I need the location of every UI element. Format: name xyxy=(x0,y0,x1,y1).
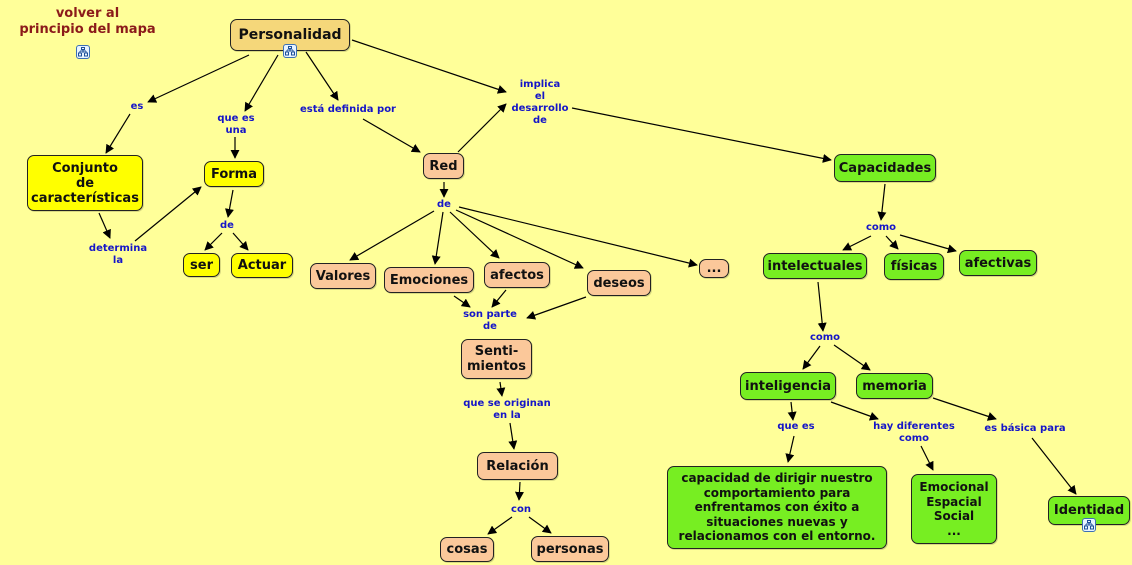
line-relacion-con xyxy=(514,481,524,501)
link-label-son-parte-de: son parte de xyxy=(463,309,517,332)
line-inteligencia-quees xyxy=(787,401,797,421)
node-inteligencia[interactable]: inteligencia xyxy=(740,372,836,400)
node-afectivas[interactable]: afectivas xyxy=(959,250,1037,276)
link-label-de-forma: de xyxy=(220,220,234,231)
back-to-map-start-link[interactable]: volver al principio del mapa xyxy=(19,6,156,37)
line-como-fisicas xyxy=(885,235,899,250)
link-label-que-se-originan-en-la: que se originan en la xyxy=(463,398,551,421)
node-etc[interactable]: ... xyxy=(699,259,729,278)
link-label-con: con xyxy=(511,504,531,515)
line-con-personas xyxy=(528,516,552,534)
node-cosas[interactable]: cosas xyxy=(440,537,494,562)
concept-map-link-icon[interactable] xyxy=(1082,518,1096,532)
link-label-de-red: de xyxy=(437,199,451,210)
line-de-afectos xyxy=(449,211,500,259)
line-como-afectivas xyxy=(899,234,957,254)
line-es-conjunto xyxy=(105,113,131,154)
line-como-inteligencia xyxy=(802,345,821,370)
node-emociones[interactable]: Emociones xyxy=(384,267,474,293)
link-label-esta-definida-por: está definida por xyxy=(300,104,396,115)
line-personalidad-quees xyxy=(244,54,279,112)
line-como-intelectuales xyxy=(842,235,872,251)
line-memoria-esbasica xyxy=(932,397,997,421)
line-esbasica-identidad xyxy=(1031,437,1077,495)
line-hay-tipos xyxy=(920,445,934,471)
node-sentimientos[interactable]: Senti- mientos xyxy=(461,339,532,379)
line-de-etc xyxy=(458,206,698,268)
line-sentimientos-originan xyxy=(496,381,506,397)
line-red-implica xyxy=(457,103,507,153)
link-label-como-intelectuales: como xyxy=(809,332,841,343)
line-de-valores xyxy=(349,210,435,261)
concept-map-link-icon[interactable] xyxy=(76,45,90,59)
node-definicion-inteligencia[interactable]: capacidad de dirigir nuestro comportamie… xyxy=(667,466,887,549)
line-capacidades-como xyxy=(877,183,887,221)
line-originan-relacion xyxy=(508,422,518,450)
node-identidad[interactable]: Identidad xyxy=(1048,496,1130,525)
node-valores[interactable]: Valores xyxy=(310,263,376,289)
line-de-deseos xyxy=(455,209,584,269)
line-como-memoria xyxy=(833,344,871,371)
node-fisicas[interactable]: físicas xyxy=(884,253,944,280)
line-conjunto-determina xyxy=(98,212,111,239)
line-de-emociones xyxy=(431,211,444,265)
link-label-implica-el-desarrollo-de: implica el desarrollo de xyxy=(511,79,569,126)
node-capacidades[interactable]: Capacidades xyxy=(834,154,936,182)
line-de-actuar xyxy=(232,232,249,251)
line-de-ser xyxy=(204,232,223,251)
link-label-que-es: que es xyxy=(777,421,815,432)
link-label-es-basica-para: es básica para xyxy=(984,423,1066,434)
concept-map-link-icon[interactable] xyxy=(283,44,297,58)
line-emociones-sonparte xyxy=(453,295,471,308)
line-personalidad-definida xyxy=(305,51,339,101)
node-red[interactable]: Red xyxy=(423,153,464,179)
link-label-que-es-una: que es una xyxy=(217,113,255,136)
link-label-es: es xyxy=(130,101,144,112)
line-personalidad-es xyxy=(147,54,250,103)
line-definida-red xyxy=(362,118,421,153)
link-label-como-capacidades: como xyxy=(865,222,897,233)
line-intelectuales-como xyxy=(817,281,827,332)
node-tipos-inteligencia[interactable]: Emocional Espacial Social ... xyxy=(911,474,997,544)
line-inteligencia-hay xyxy=(830,401,879,421)
line-quees-definicion xyxy=(785,435,795,463)
node-deseos[interactable]: deseos xyxy=(587,270,651,296)
node-ser[interactable]: ser xyxy=(183,253,220,277)
line-determina-forma xyxy=(134,186,202,242)
link-label-hay-diferentes-como: hay diferentes como xyxy=(873,421,955,444)
line-personalidad-implica xyxy=(351,39,507,94)
node-personas[interactable]: personas xyxy=(531,536,609,562)
line-con-cosas xyxy=(487,516,513,535)
line-deseos-sonparte xyxy=(526,296,587,320)
line-implica-capacidades xyxy=(571,107,832,163)
node-conjunto-de-caracteristicas[interactable]: Conjunto de características xyxy=(27,155,143,211)
node-actuar[interactable]: Actuar xyxy=(231,253,293,278)
node-intelectuales[interactable]: intelectuales xyxy=(763,253,867,279)
line-afectos-sonparte xyxy=(491,289,507,308)
node-relacion[interactable]: Relación xyxy=(477,452,558,480)
line-forma-de xyxy=(225,189,234,218)
link-label-determina-la: determina la xyxy=(88,243,148,266)
node-forma[interactable]: Forma xyxy=(204,161,264,187)
node-memoria[interactable]: memoria xyxy=(856,373,933,399)
node-afectos[interactable]: afectos xyxy=(484,262,550,288)
